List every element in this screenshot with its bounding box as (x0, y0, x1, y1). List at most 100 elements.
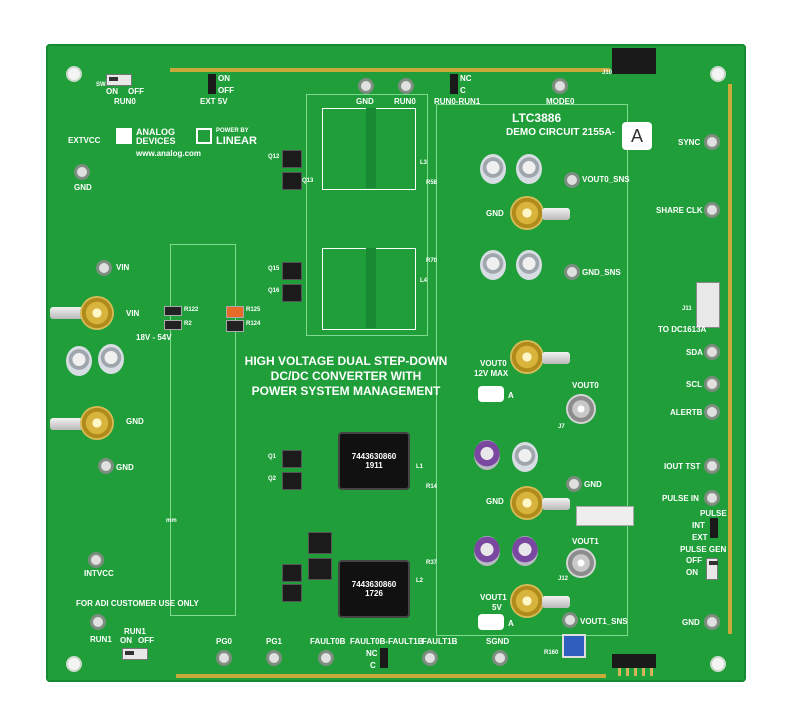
vin-coax-stem (50, 307, 86, 319)
silk-region-center-top (306, 94, 428, 336)
q16-label: Q16 (268, 288, 280, 294)
mode0-testpoint[interactable] (552, 78, 568, 94)
share-clk-testpoint[interactable] (704, 202, 720, 218)
r160-trimpot[interactable] (562, 634, 586, 658)
mount-hole-bl (66, 656, 82, 672)
pulse-in-testpoint[interactable] (704, 490, 720, 506)
pg1-testpoint[interactable] (266, 650, 282, 666)
vout0-bnc-connector[interactable] (566, 394, 596, 424)
vout0-sns-testpoint[interactable] (564, 172, 580, 188)
vout0-sns-label: VOUT0_SNS (582, 175, 630, 184)
vout0-cap-3 (480, 250, 506, 280)
alertb-testpoint[interactable] (704, 404, 720, 420)
customer-note: FOR ADI CUSTOMER USE ONLY (76, 599, 199, 608)
jp-off-label: OFF (218, 86, 234, 95)
gnd-top-label: GND (356, 97, 374, 106)
l4-label: L4 (420, 278, 428, 284)
j9-pin (650, 668, 653, 676)
gnd-coax-connector[interactable] (80, 406, 114, 440)
share-clk-label: SHARE CLK (656, 206, 703, 215)
fault0b-testpoint[interactable] (318, 650, 334, 666)
alertb-label: ALERTB (670, 408, 703, 417)
pulse-in-label: PULSE IN (662, 494, 699, 503)
vout0-gnd-coax[interactable] (510, 196, 544, 230)
run0-run1-jumper[interactable] (450, 74, 458, 94)
run0-switch[interactable] (106, 74, 132, 86)
analog-devices-logo (116, 128, 132, 144)
vout0-coax[interactable] (510, 340, 544, 374)
input-capacitor-2 (98, 344, 124, 374)
load-resistor-array (576, 506, 634, 526)
controller-ic-1 (308, 532, 332, 554)
pg0-testpoint[interactable] (216, 650, 232, 666)
board-title-line2: DC/DC CONVERTER WITH (270, 369, 422, 383)
silk-region-right (436, 104, 628, 636)
intvcc-testpoint[interactable] (88, 552, 104, 568)
r58-label: R58 (426, 180, 438, 186)
scl-label: SCL (686, 380, 702, 389)
vout1-gnd-coax[interactable] (510, 486, 544, 520)
vin-testpoint[interactable] (96, 260, 112, 276)
gnd-right-testpoint[interactable] (704, 614, 720, 630)
scl-testpoint[interactable] (704, 376, 720, 392)
q12-label: Q12 (268, 154, 280, 160)
j7-label: J7 (558, 424, 565, 430)
ext5v-jumper[interactable] (208, 74, 216, 94)
vout1-coax[interactable] (510, 584, 544, 618)
sync-label: SYNC (678, 138, 701, 147)
vin-coax-connector[interactable] (80, 296, 114, 330)
run1-switch[interactable] (122, 648, 148, 660)
r14-label: R14 (426, 484, 438, 490)
j10-label: J10 (602, 70, 613, 76)
controller-ic-3 (282, 564, 302, 582)
gnd-left-testpoint[interactable] (74, 164, 90, 180)
brand2-big: LINEAR (216, 135, 257, 147)
mm-scale-label: mm (166, 518, 177, 524)
iout-tst-testpoint[interactable] (704, 458, 720, 474)
controller-ic-4 (282, 584, 302, 602)
j12-label: J12 (558, 576, 569, 582)
j10-header[interactable] (612, 48, 656, 74)
mosfet-q2 (282, 472, 302, 490)
fault-link-jumper[interactable] (380, 648, 388, 668)
vout1-sns-testpoint[interactable] (562, 612, 578, 628)
vout1-a-label: A (508, 619, 514, 628)
r37-label: R37 (426, 560, 438, 566)
resistor-r124 (226, 320, 244, 332)
run0-testpoint[interactable] (398, 78, 414, 94)
j11-connector[interactable] (696, 282, 720, 328)
vout0-cap-1 (480, 154, 506, 184)
run1-testpoint[interactable] (90, 614, 106, 630)
vout1-cap-4 (512, 536, 538, 566)
resistor-r2 (164, 320, 182, 330)
gnd-mid-testpoint[interactable] (566, 476, 582, 492)
gnd-left2-testpoint[interactable] (98, 458, 114, 474)
vout0-gnd-coax-label: GND (486, 209, 504, 218)
fault1b-testpoint[interactable] (422, 650, 438, 666)
vout0-a-label: A (508, 391, 514, 400)
run0-on-label: ON (106, 87, 118, 96)
inductor-l2: 7443630860 1726 (338, 560, 410, 618)
bottom-gold-strip (176, 674, 606, 678)
resistor-r125 (226, 306, 244, 318)
l1-label: L1 (416, 464, 424, 470)
sgnd-label: SGND (486, 637, 510, 646)
vout1-cap-2 (512, 442, 538, 472)
r2-label: R2 (184, 321, 192, 327)
pulse-select-jumper[interactable] (710, 518, 718, 538)
sync-testpoint[interactable] (704, 134, 720, 150)
sda-testpoint[interactable] (704, 344, 720, 360)
intvcc-label: INTVCC (84, 569, 114, 578)
vout0-cap-4 (516, 250, 542, 280)
jp-on-label: ON (218, 74, 230, 83)
inductor-l1: 7443630860 1911 (338, 432, 410, 490)
pcb-board: SW1 ON OFF RUN0 ON OFF EXT 5V GND RUN0 N… (46, 44, 746, 682)
pulse-gen-switch[interactable] (706, 558, 718, 580)
sgnd-testpoint[interactable] (492, 650, 508, 666)
vout1-bnc-connector[interactable] (566, 548, 596, 578)
run0-off-label: OFF (128, 87, 144, 96)
pulse-gen-on-label: ON (686, 568, 698, 577)
gnd-top-testpoint[interactable] (358, 78, 374, 94)
gnd-sns-testpoint[interactable] (564, 264, 580, 280)
j9-header[interactable] (612, 654, 656, 668)
